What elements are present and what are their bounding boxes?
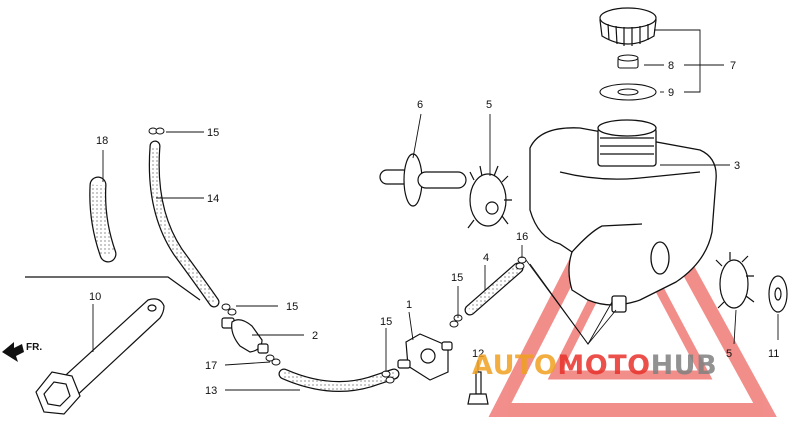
washer: [768, 275, 788, 313]
cap-filter: [617, 54, 639, 69]
callout-15-c: 15: [380, 316, 392, 328]
callout-1: 1: [406, 299, 412, 311]
hose-clips: [148, 127, 527, 384]
callout-10: 10: [89, 291, 101, 303]
mount-pin: [379, 153, 467, 207]
tube-18: [89, 176, 117, 263]
direction-label: FR.: [26, 342, 42, 353]
watermark-auto: AUTO: [472, 350, 557, 381]
fuel-cap: [599, 7, 657, 46]
fuel-cock: [397, 333, 453, 381]
front-direction-arrow: [2, 342, 24, 362]
watermark-text: AUTOMOTOHUB: [472, 350, 717, 381]
callout-12: 12: [472, 348, 484, 360]
callout-7: 7: [730, 60, 736, 72]
fuel-filter: [221, 317, 269, 354]
svg-text:AUTOMOTOHUB: AUTOMOTOHUB: [472, 350, 717, 381]
callout-16: 16: [516, 231, 528, 243]
fuel-line-13: [278, 368, 400, 392]
callout-18: 18: [96, 135, 108, 147]
watermark-moto: MOTO: [557, 350, 650, 381]
spark-plug-wrench: [25, 276, 201, 415]
fuel-tank: [529, 119, 717, 313]
fuel-line-14: [148, 140, 220, 308]
bolt: [467, 371, 489, 405]
callout-11: 11: [768, 348, 779, 360]
callouts: 1 2 3 4 5 5 6 7 8 9 10 11 12 13 14 15 15…: [89, 60, 779, 397]
callout-13: 13: [205, 385, 217, 397]
callout-9: 9: [668, 87, 674, 99]
watermark-hub: HUB: [651, 350, 718, 381]
callout-15-d: 15: [451, 272, 463, 284]
watermark-logo: [488, 145, 777, 417]
callout-3: 3: [734, 160, 740, 172]
cap-gasket: [599, 83, 657, 101]
rubber-mount-lower: [715, 252, 755, 309]
callout-5-lower: 5: [726, 348, 732, 360]
callout-5-upper: 5: [486, 99, 492, 111]
callout-17: 17: [205, 360, 217, 372]
callout-8: 8: [668, 60, 674, 72]
callout-14: 14: [207, 193, 219, 205]
callout-15-a: 15: [207, 127, 219, 139]
callout-2: 2: [312, 330, 318, 342]
callout-6: 6: [417, 99, 423, 111]
callout-15-b: 15: [286, 301, 298, 313]
callout-4: 4: [483, 252, 489, 264]
fuel-line-4: [464, 262, 524, 316]
rubber-mount-upper: [467, 165, 512, 229]
leader-lines: [92, 29, 779, 391]
